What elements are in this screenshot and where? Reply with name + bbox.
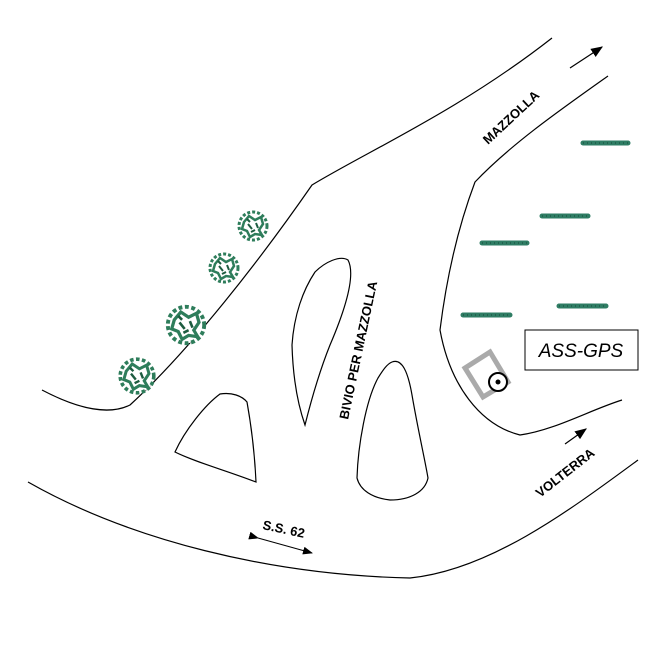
arrow-ss62	[248, 531, 313, 555]
hedges	[460, 140, 631, 318]
station-label-box	[524, 329, 639, 371]
arrow-to-volterra	[564, 428, 587, 445]
label-volterra: VOLTERRA	[533, 445, 598, 501]
traffic-island-right	[356, 360, 429, 501]
label-ss62: S.S. 62	[261, 517, 306, 541]
road-edge-east	[439, 75, 623, 436]
label-mazzolla: MAZZOLLA	[480, 87, 543, 147]
tree-icon	[118, 357, 156, 395]
traffic-island-center	[291, 257, 352, 428]
station-label: ASS-GPS	[538, 341, 624, 362]
tree-icon	[165, 304, 207, 346]
tree-icon	[237, 210, 269, 242]
arrow-to-mazzolla	[569, 46, 604, 69]
traffic-island-left	[174, 392, 257, 483]
road-edge-north	[41, 37, 553, 411]
tree-icon	[208, 252, 240, 284]
road-edge-south	[27, 459, 639, 579]
gps-station-icon	[461, 348, 512, 401]
